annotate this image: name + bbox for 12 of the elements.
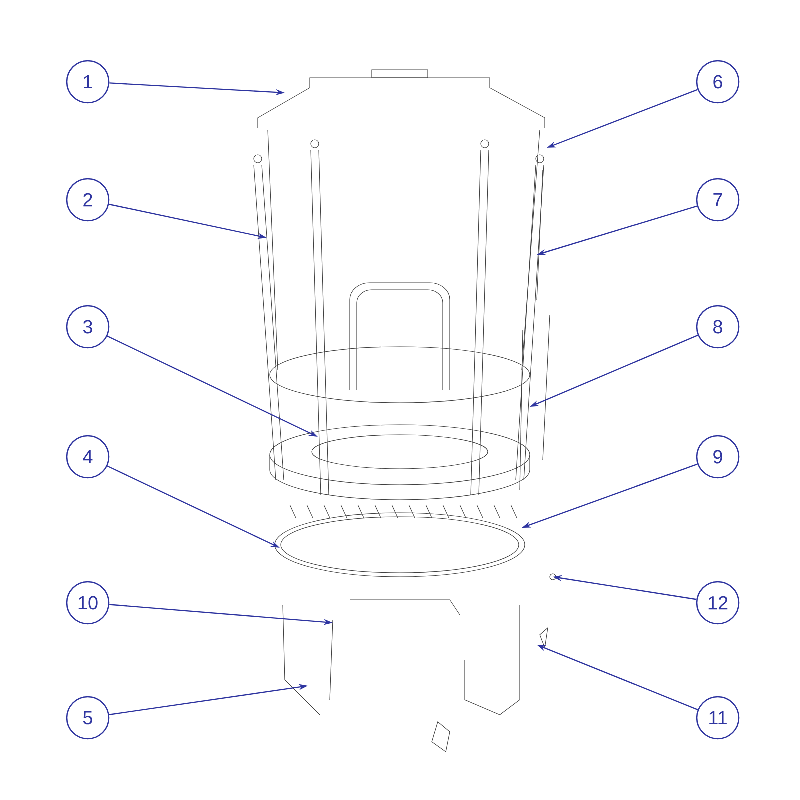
callout-number: 6 — [696, 60, 740, 104]
callout-number: 9 — [696, 435, 740, 479]
callout-number: 12 — [696, 581, 740, 625]
callout-number: 7 — [696, 178, 740, 222]
callout-number: 10 — [66, 581, 110, 625]
callout-number: 3 — [66, 305, 110, 349]
callout-number: 8 — [696, 305, 740, 349]
callout-number: 5 — [66, 696, 110, 740]
callout-number: 4 — [66, 435, 110, 479]
callout-number: 1 — [66, 60, 110, 104]
callout-number: 11 — [696, 696, 740, 740]
callout-number: 2 — [66, 178, 110, 222]
